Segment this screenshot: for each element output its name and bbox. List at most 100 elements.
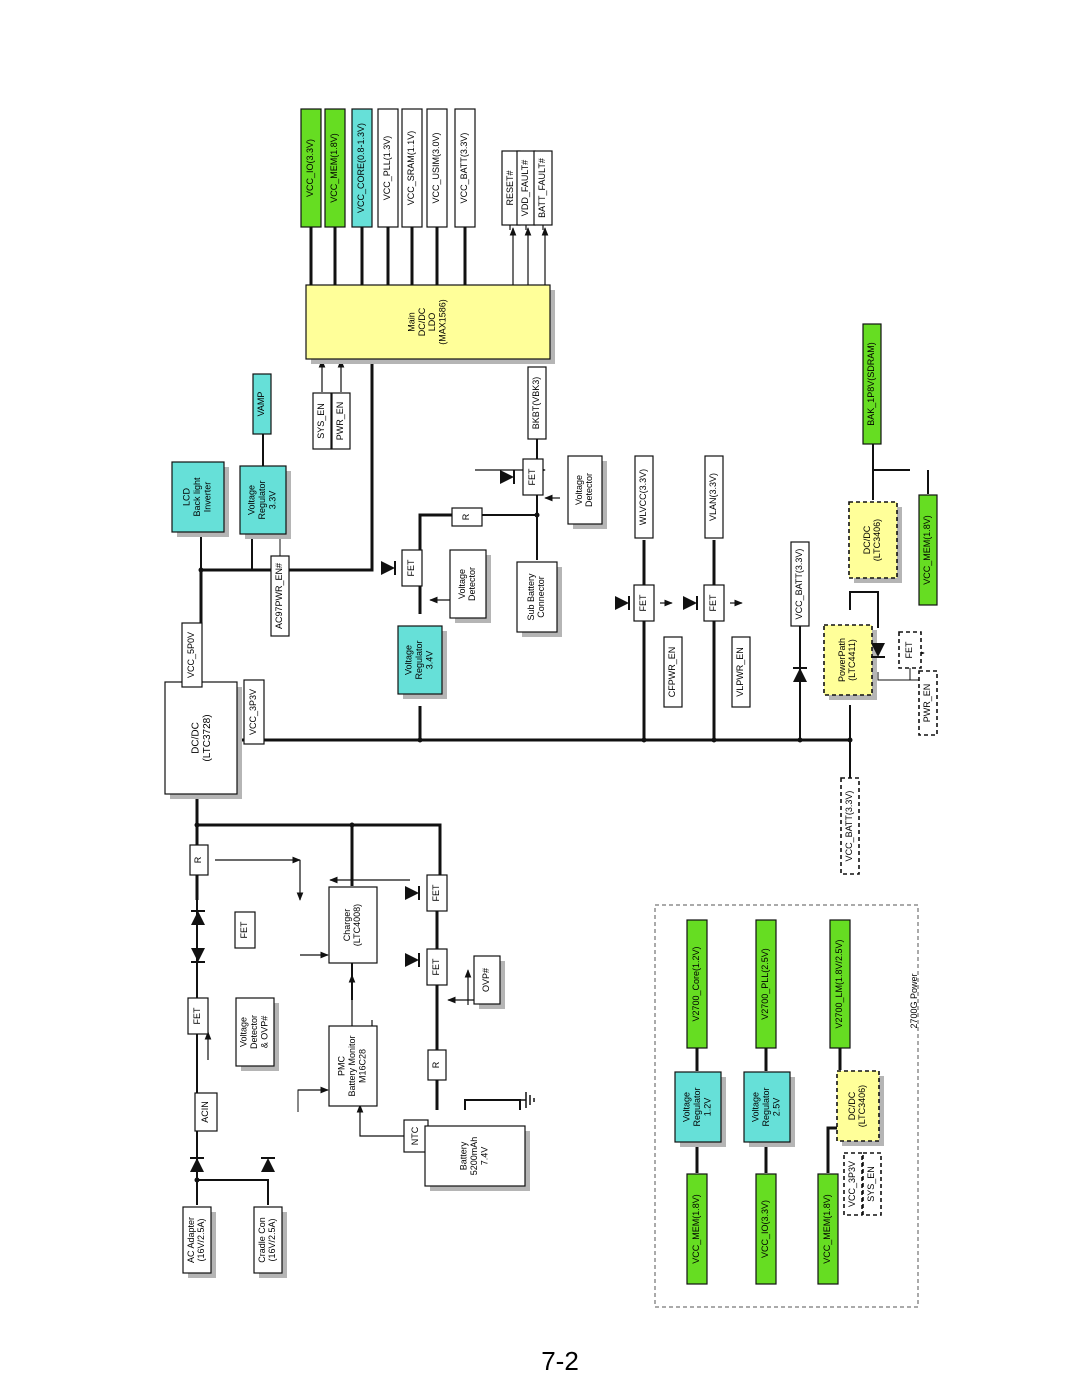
block-sec-in-mem2: VCC_MEM(1.8V)	[817, 1173, 839, 1285]
block-box	[351, 108, 373, 228]
block-box	[401, 108, 423, 228]
block-box	[426, 874, 448, 912]
block-label-line: DC/DC	[862, 525, 872, 554]
block-label-line: PWR_EN	[335, 402, 345, 441]
block-label-line: R	[461, 513, 471, 520]
block-box	[829, 919, 851, 1049]
block-box	[473, 955, 501, 1005]
block-label: AC Adapter(16V/2.5A)	[186, 1217, 206, 1263]
block-label: VCC_IO(3.3V)	[305, 139, 315, 197]
power-wire	[195, 823, 442, 900]
junction-dot	[847, 737, 853, 743]
block-label: PWR_EN	[922, 684, 932, 723]
block-box	[401, 549, 423, 587]
block-label-line: Main	[407, 312, 417, 332]
power-wire	[196, 1179, 269, 1205]
block-box	[918, 494, 938, 606]
block-wlvcc: WLVCC(3.3V)	[634, 455, 654, 539]
block-box	[189, 844, 209, 876]
block-label-line: V2700_Core(1.2V)	[691, 946, 701, 1021]
block-label-line: 5200mAh	[469, 1137, 479, 1176]
block-acin: ACIN	[194, 1092, 218, 1132]
block-label-line: V2700_PLL(2.5V)	[760, 948, 770, 1020]
block-pwr-en: PWR_EN	[331, 392, 351, 450]
block-label-line: V2700_LM(1.8V/2.5V)	[834, 939, 844, 1028]
power-wire	[482, 495, 538, 516]
block-label-line: Sub Battery	[526, 573, 536, 621]
block-label-line: SYS_EN	[316, 403, 326, 439]
block-label-line: Voltage	[239, 1017, 249, 1047]
block-label: FET	[192, 1007, 202, 1025]
block-label: SYS_EN	[866, 1166, 876, 1202]
block-box	[426, 108, 448, 228]
diode-symbol	[871, 643, 885, 657]
block-rail-core: VCC_CORE(0.8-1.3V)	[351, 108, 373, 228]
junction-dot	[417, 737, 423, 743]
block-label-line: Voltage	[457, 569, 467, 599]
block-box	[403, 1119, 429, 1153]
power-wire	[464, 1099, 521, 1110]
block-label-line: OVP#	[481, 968, 491, 992]
power-wire	[849, 591, 879, 628]
block-label: FET	[239, 921, 249, 939]
block-fet-bk: FET	[522, 458, 544, 496]
block-sec-in-io: VCC_IO(3.3V)	[755, 1173, 777, 1285]
block-box	[755, 919, 777, 1049]
block-box	[686, 919, 708, 1049]
block-label-line: FET	[431, 958, 441, 976]
block-label: FET	[431, 884, 441, 902]
block-vamp: VAMP	[252, 373, 272, 435]
block-label: FET	[406, 559, 416, 577]
block-ac97pwr: AC97PWR_EN#	[270, 555, 290, 637]
page-number: 7-2	[541, 1346, 579, 1376]
block-label-line: BATT_FAULT#	[537, 158, 547, 218]
block-label: FET	[527, 468, 537, 486]
block-label-line: R	[193, 856, 203, 863]
block-ac-adapter: AC Adapter(16V/2.5A)	[182, 1206, 216, 1278]
block-box	[252, 373, 272, 435]
block-fet-34: FET	[401, 549, 423, 587]
block-label-line: Regulator	[257, 480, 267, 519]
block-sec-in-mem: VCC_MEM(1.8V)	[686, 1173, 708, 1285]
block-label-line: Battery Monitor	[347, 1035, 357, 1096]
block-box	[918, 670, 938, 736]
junction-dot	[349, 822, 355, 828]
block-box	[686, 1173, 708, 1285]
block-box	[235, 997, 275, 1067]
diode-symbol	[500, 470, 514, 484]
block-label-line: Voltage	[247, 485, 257, 515]
block-label: BAK_1P8V(SDRAM)	[866, 342, 876, 426]
block-label-line: (LTC3728)	[201, 714, 212, 761]
block-label-line: VCC_BATT(3.3V)	[794, 549, 804, 620]
block-box	[674, 1071, 722, 1143]
block-label: VAMP	[256, 392, 266, 417]
block-label: VCC_3P3V	[847, 1161, 857, 1207]
block-label-line: Connector	[537, 576, 547, 618]
power-wire	[297, 1089, 328, 1112]
wires	[194, 204, 929, 1205]
block-sec-out-lm: V2700_LM(1.8V/2.5V)	[829, 919, 851, 1049]
block-box	[305, 284, 551, 360]
block-pmc: PMCBattery MonitorM16C28	[328, 1025, 378, 1107]
block-label: FET	[708, 594, 718, 612]
ground-icon	[520, 1092, 535, 1108]
block-vr-33: VoltageRegulator3.3V	[239, 465, 291, 539]
block-box	[454, 108, 476, 228]
block-label: VoltageRegulator3.3V	[247, 480, 278, 519]
block-label: Cradle Con(16V/2.5A)	[257, 1217, 277, 1263]
block-box	[377, 108, 399, 228]
block-vcc-mem-18: VCC_MEM(1.8V)	[918, 494, 938, 606]
block-label-line: VDD_FAULT#	[520, 160, 530, 216]
block-fet-in2: FET	[234, 911, 256, 949]
diode-symbol	[191, 911, 205, 925]
block-label-line: 7.4V	[480, 1147, 490, 1166]
block-label: VLAN(3.3V)	[708, 473, 718, 521]
block-label-line: 3.4V	[425, 651, 435, 670]
block-label: DC/DC(LTC3406)	[862, 519, 882, 561]
block-label: FET	[904, 641, 914, 659]
section-2700g-border	[654, 904, 919, 1308]
block-label-line: BKBT(VBK3)	[531, 377, 541, 430]
block-label-line: VCC_3P3V	[248, 689, 258, 735]
block-box	[324, 108, 346, 228]
